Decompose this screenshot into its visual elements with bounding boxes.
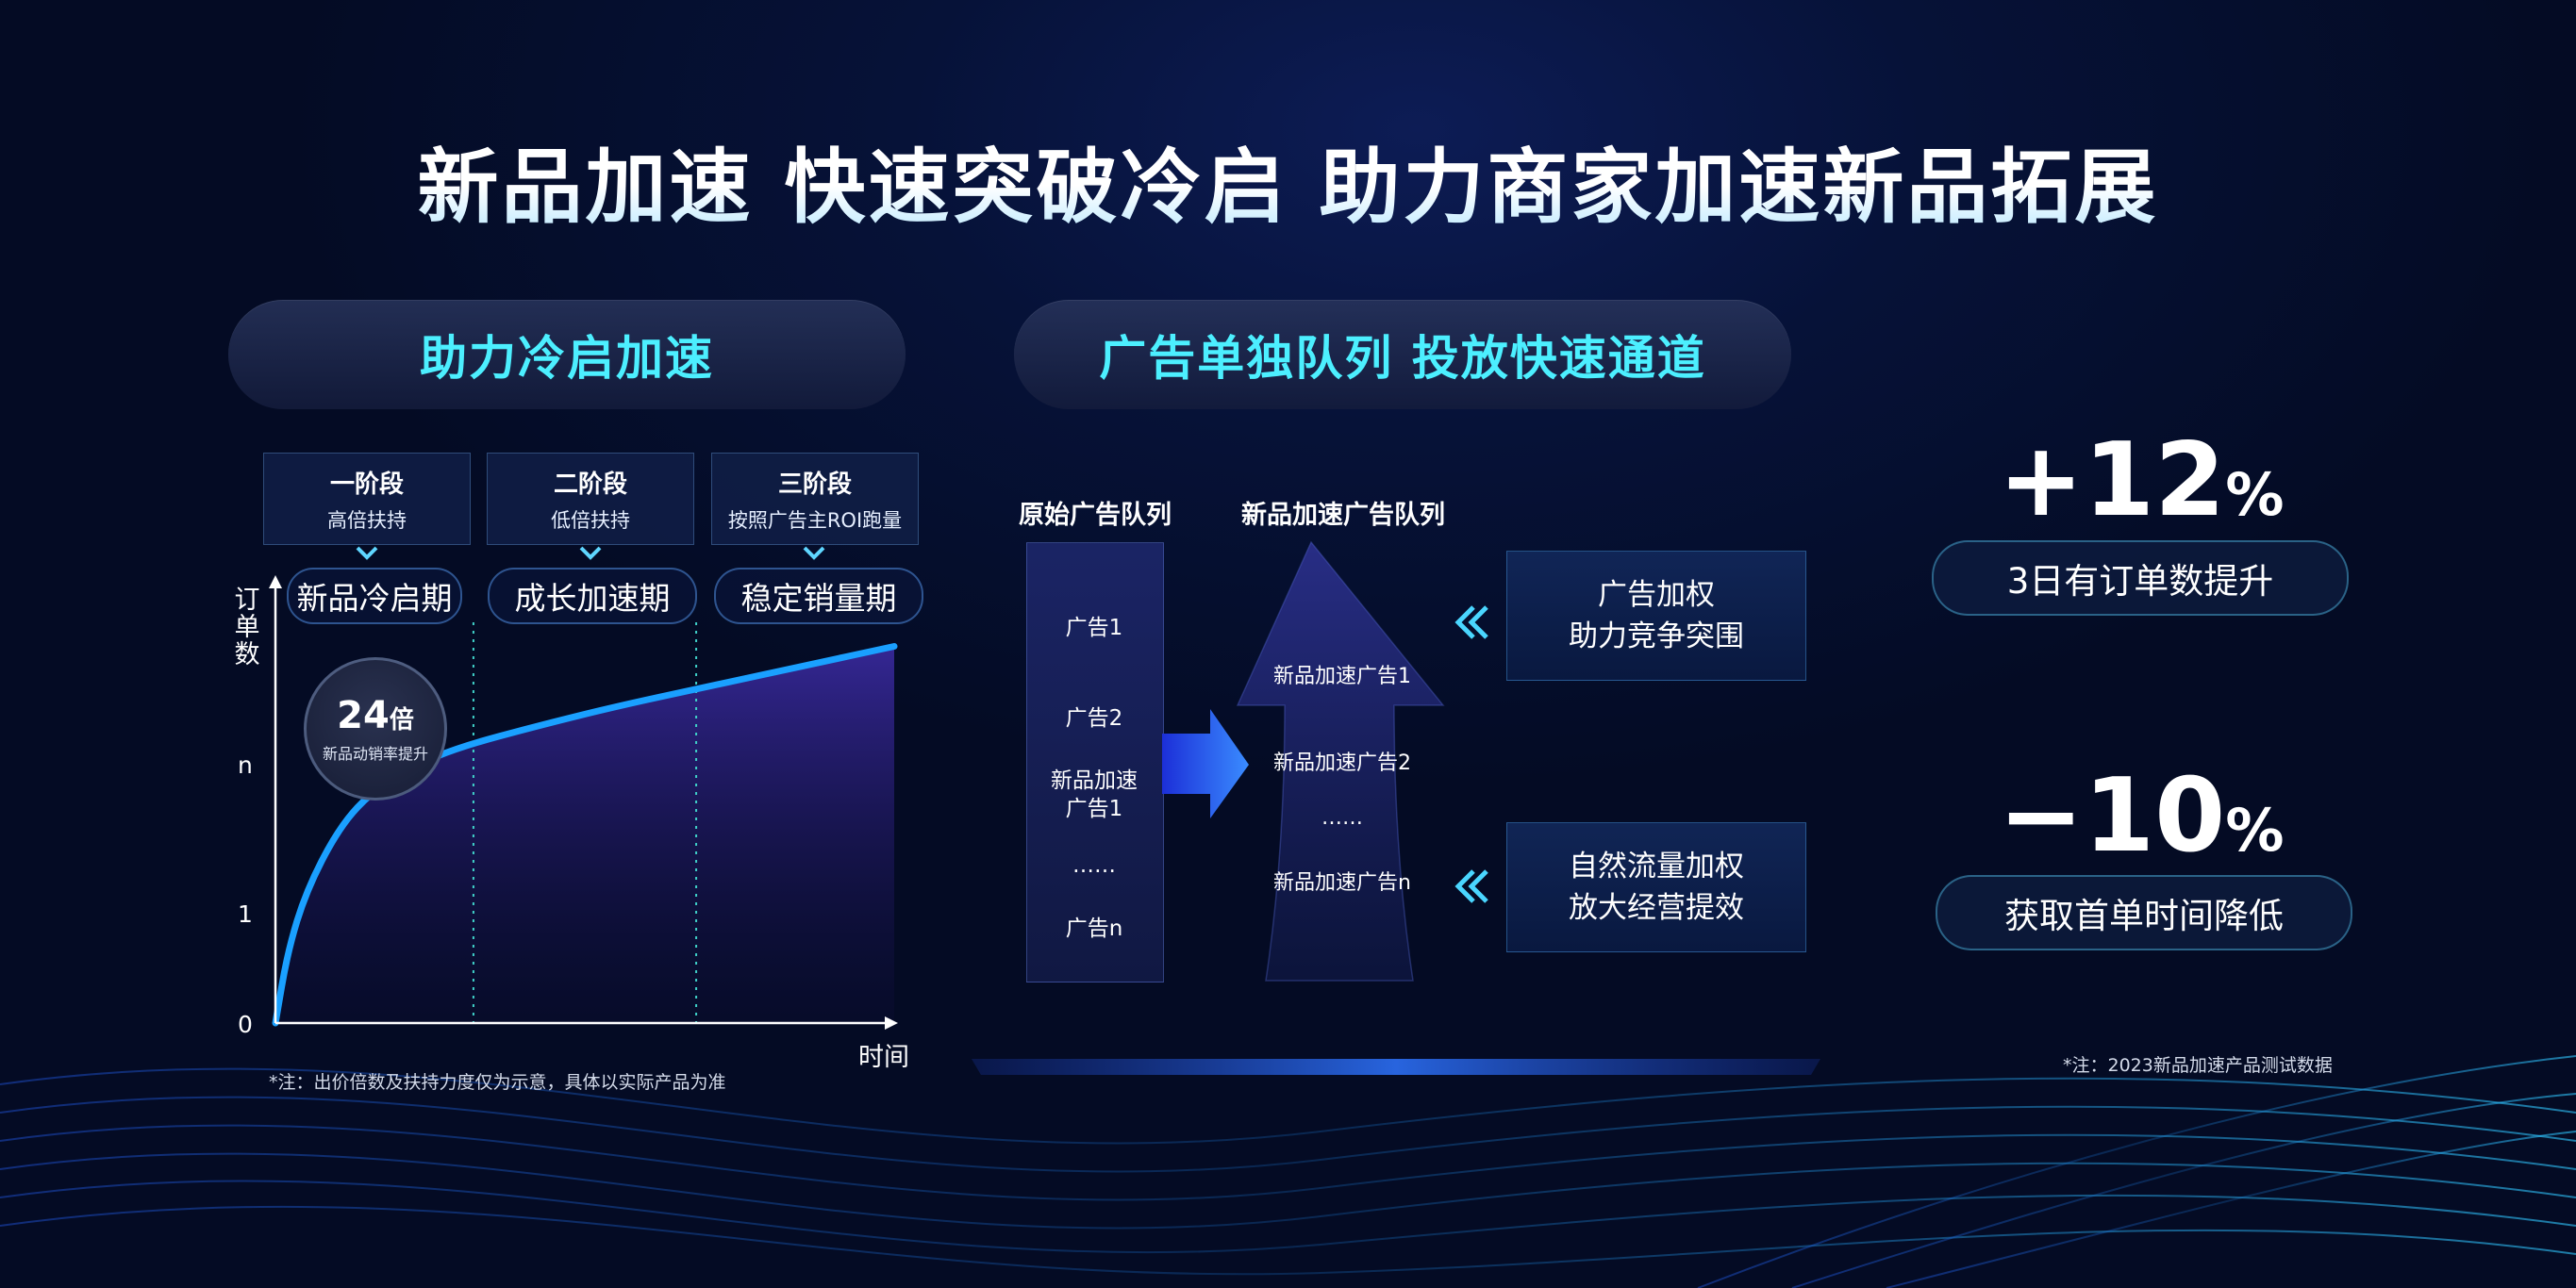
feature-line: 助力竞争突围 xyxy=(1569,619,1744,653)
stat-label-2: 获取首单时间降低 xyxy=(1936,875,2352,950)
left-section-header: 助力冷启加速 xyxy=(228,300,906,409)
feature-card-1: 广告加权 助力竞争突围 xyxy=(1506,551,1806,681)
stage-name: 二阶段 xyxy=(553,470,627,499)
y-tick-1: 1 xyxy=(238,900,253,928)
page-title: 新品加速 快速突破冷启 助力商家加速新品拓展 xyxy=(0,121,2576,239)
stage-card-2: 二阶段 低倍扶持 xyxy=(487,453,694,545)
badge-unit: 倍 xyxy=(389,706,414,735)
queue-item: 广告2 xyxy=(1065,706,1123,731)
period-pill-3: 稳定销量期 xyxy=(714,568,923,624)
feature-card-2: 自然流量加权 放大经营提效 xyxy=(1506,822,1806,952)
new-queue-item: …… xyxy=(1321,806,1363,830)
double-chevron-left-icon xyxy=(1454,605,1488,639)
original-queue-title: 原始广告队列 xyxy=(1019,501,1172,530)
double-chevron-left-icon xyxy=(1454,869,1488,903)
middle-section-header: 广告单独队列 投放快速通道 xyxy=(1014,300,1791,409)
new-queue-item: 新品加速广告1 xyxy=(1273,665,1411,688)
badge-label: 新品动销率提升 xyxy=(322,745,428,763)
chart-y-axis-label: 订单数 xyxy=(234,586,260,669)
multiplier-badge: 24倍 新品动销率提升 xyxy=(304,657,447,801)
chart-x-axis-label: 时间 xyxy=(858,1043,909,1072)
new-queue-item: 新品加速广告n xyxy=(1273,871,1411,895)
y-axis-arrow xyxy=(269,575,282,588)
chart-area xyxy=(275,646,894,1023)
chevron-down-icon xyxy=(579,546,602,560)
stage-desc: 低倍扶持 xyxy=(551,508,630,532)
y-tick-n: n xyxy=(238,751,253,779)
feature-line: 自然流量加权 xyxy=(1569,850,1744,883)
stat-value-2: −10% xyxy=(1998,757,2285,875)
queue-item: 广告n xyxy=(1065,916,1123,941)
feature-line: 放大经营提效 xyxy=(1569,891,1744,925)
new-queue-title: 新品加速广告队列 xyxy=(1241,501,1445,530)
transfer-arrow xyxy=(1162,709,1249,818)
stage-desc: 按照广告主ROI跑量 xyxy=(727,508,903,532)
chevron-down-icon xyxy=(356,546,378,560)
queue-item: …… xyxy=(1072,853,1116,878)
platform-base xyxy=(972,1059,1820,1075)
x-axis-arrow xyxy=(885,1016,898,1030)
period-pill-1: 新品冷启期 xyxy=(287,568,462,624)
period-pill-2: 成长加速期 xyxy=(488,568,697,624)
badge-value: 24 xyxy=(337,694,390,737)
queue-item-highlight: 新品加速 广告1 xyxy=(1051,768,1138,821)
left-footnote: *注：出价倍数及扶持力度仅为示意，具体以实际产品为准 xyxy=(269,1072,726,1093)
chevron-down-icon xyxy=(803,546,825,560)
stat-label-1: 3日有订单数提升 xyxy=(1932,540,2349,616)
stage-name: 一阶段 xyxy=(329,470,404,499)
right-footnote: *注：2023新品加速产品测试数据 xyxy=(2063,1055,2333,1076)
stage-desc: 高倍扶持 xyxy=(327,508,407,532)
stage-card-1: 一阶段 高倍扶持 xyxy=(263,453,471,545)
stat-value-1: +12% xyxy=(1998,421,2285,539)
stage-name: 三阶段 xyxy=(777,470,852,499)
queue-item: 广告1 xyxy=(1065,616,1123,640)
new-queue-arrow xyxy=(1236,540,1445,982)
stage-card-3: 三阶段 按照广告主ROI跑量 xyxy=(711,453,919,545)
y-tick-0: 0 xyxy=(238,1011,253,1038)
original-queue-column xyxy=(1026,542,1164,983)
feature-line: 广告加权 xyxy=(1598,578,1715,612)
new-queue-item: 新品加速广告2 xyxy=(1273,751,1411,775)
